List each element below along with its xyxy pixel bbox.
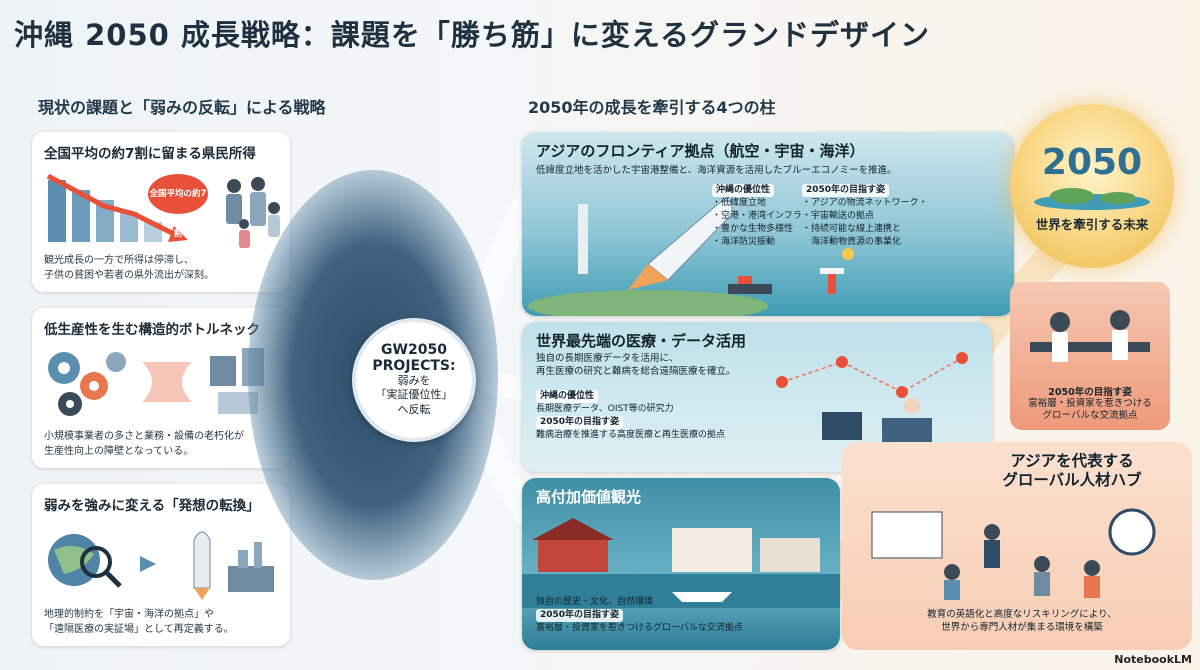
notebooklm-brand: NotebookLM <box>1114 653 1192 666</box>
productivity-caption-line-1: 小規模事業者の多さと業務・設備の老朽化が <box>44 431 244 442</box>
talent-hub-title-line-1: アジアを代表する <box>1010 452 1134 470</box>
tourism-advantage-text: 独自の歴史・文化、自然環境 <box>536 597 654 607</box>
globe-rocket-illustration <box>48 531 274 600</box>
hub-line-4: 「実証優位性」 <box>375 388 453 402</box>
pillar-tourism-title: 高付加価値観光 <box>536 488 642 506</box>
mindset-caption-line-2: 「遠隔医療の実証場」として再定義する。 <box>44 623 234 635</box>
frontier-goal-tag: 2050年の目指す姿 <box>802 184 890 198</box>
mindset-card: 弱みを強みに変える「発想の転換」 地理的制約を「宇宙・海洋の拠点」や 「遠隔医療… <box>32 484 290 646</box>
medical-advantage-tag: 沖縄の優位性 <box>536 390 599 404</box>
pillar-tourism-details: 独自の歴史・文化、自然環境 2050年の目指す姿 富裕層・投資家を惹きつけるグロ… <box>536 596 743 635</box>
island-icon <box>1034 188 1150 210</box>
income-ratio-badge: 全国平均の約7割 <box>148 174 208 239</box>
talent-hub-text-line-1: 教育の英語化と高度なリスキリングにより、 <box>927 609 1117 620</box>
pillar-frontier: アジアのフロンティア拠点（航空・宇宙・海洋） 低緯度立地を活かした宇宙港整備と、… <box>522 132 1014 316</box>
pillar-medical-details: 沖縄の優位性 長期医療データ、OIST等の研究力 2050年の目指す姿 難病治療… <box>536 390 725 442</box>
pillar-tourism: 高付加価値観光 独自の歴史・文化、自然環境 2050年の目指す姿 富裕層・投資家… <box>522 478 840 650</box>
future-caption: 世界を牽引する未来 <box>1035 217 1149 232</box>
rocket-island-illustration <box>528 200 854 316</box>
frontier-advantage-item-2: ・空港・港湾インフラ <box>712 211 802 222</box>
frontier-goal-item-1: ・アジアの物流ネットワーク・ <box>802 198 928 209</box>
frontier-advantage-item-3: ・豊かな生物多様性 <box>712 224 794 235</box>
medical-text-line-2: 再生医療の研究と難病を総合遠隔医療を確立。 <box>536 366 736 378</box>
medical-goal-item: 難病治療を推進する高度医療と再生医療の拠点 <box>536 430 726 441</box>
mindset-card-title: 弱みを強みに変える「発想の転換」 <box>44 498 260 514</box>
productivity-card-caption: 小規模事業者の多さと業務・設備の老朽化が 生産性向上の障壁となっている。 <box>44 430 280 459</box>
talent-hub-text: 教育の英語化と高度なリスキリングにより、 世界から専門人材が集まる環境を構築 <box>862 608 1182 635</box>
frontier-goal-item-3: ・持続可能な線上連携と <box>802 224 902 235</box>
talent-hub-title: アジアを代表する グローバル人材ハブ <box>962 452 1182 491</box>
left-section-heading: 現状の課題と「弱みの反転」による戦略 <box>38 98 326 117</box>
talent-hub-card: アジアを代表する グローバル人材ハブ 教育の英語化と高度なリスキリングにより、 … <box>842 442 1192 650</box>
lab-goal-line-1: 富裕層・投資家を惹きつける <box>1028 398 1152 409</box>
frontier-advantage-tag: 沖縄の優位性 <box>712 184 775 198</box>
income-card-title: 全国平均の約7割に留まる県民所得 <box>44 146 256 162</box>
income-caption-line-1: 観光成長の一方で所得は停滞し、 <box>44 255 194 266</box>
frontier-goal-item-2: ・宇宙輸送の拠点 <box>802 211 875 222</box>
resort-castle-illustration <box>522 518 840 608</box>
talent-hub-title-line-2: グローバル人材ハブ <box>1002 471 1142 490</box>
mindset-caption-line-1: 地理的制約を「宇宙・海洋の拠点」や <box>44 609 214 620</box>
pillar-frontier-goals: 2050年の目指す姿 ・アジアの物流ネットワーク・ ・宇宙輸送の拠点 ・持続可能… <box>802 184 927 249</box>
hub-line-2: PROJECTS: <box>372 357 456 374</box>
income-card: 全国平均の約7割に留まる県民所得 全国平均の約7割 観光成長の一方で所得は停滞し… <box>32 132 290 292</box>
tourism-goal-item: 富裕層・投資家を惹きつけるグローバルな交流拠点 <box>536 623 743 634</box>
medical-text-line-1: 独自の長期医療データを活用に、 <box>536 353 679 364</box>
productivity-caption-line-2: 生産性向上の障壁となっている。 <box>44 445 194 457</box>
income-card-caption: 観光成長の一方で所得は停滞し、 子供の貧困や若者の県外流出が深刻。 <box>44 254 280 283</box>
classroom-illustration <box>871 508 1156 600</box>
medical-advantage-item: 長期医療データ、OIST等の研究力 <box>536 404 674 415</box>
frontier-advantage-item-4: ・海洋防災振動 <box>712 237 776 248</box>
gw2050-hub: GW2050 PROJECTS: 弱みを 「実証優位性」 へ反転 <box>352 318 476 442</box>
productivity-card: 低生産性を生む構造的ボトルネック 小規模事業者の多さと業務・設備の老朽化が 生産… <box>32 308 290 468</box>
future-2050-sun: 2050 世界を牽引する未来 <box>1010 104 1174 268</box>
mindset-card-caption: 地理的制約を「宇宙・海洋の拠点」や 「遠隔医療の実証場」として再定義する。 <box>44 608 280 637</box>
pillar-medical-title: 世界最先端の医療・データ活用 <box>536 332 747 350</box>
pillar-medical-text: 独自の長期医療データを活用に、 再生医療の研究と難病を総合遠隔医療を確立。 <box>536 352 736 379</box>
page-title: 沖縄 2050 成長戦略：課題を「勝ち筋」に変えるグランドデザイン <box>14 18 931 52</box>
family-illustration <box>226 177 280 248</box>
hub-line-1: GW2050 <box>381 342 447 359</box>
hub-line-5: へ反転 <box>397 402 431 416</box>
lab-goal-text: 富裕層・投資家を惹きつける グローバルな交流拠点 <box>1010 398 1170 423</box>
frontier-goal-item-4: 海洋動物資源の事業化 <box>802 237 902 248</box>
declining-income-chart-illustration <box>46 173 188 242</box>
talent-hub-text-line-2: 世界から専門人材が集まる環境を構築 <box>941 622 1103 634</box>
income-caption-line-2: 子供の貧困や若者の県外流出が深刻。 <box>44 269 214 281</box>
pillar-medical: 世界最先端の医療・データ活用 独自の長期医療データを活用に、 再生医療の研究と難… <box>522 322 992 472</box>
medical-goal-tag: 2050年の目指す姿 <box>536 416 624 430</box>
pillar-frontier-text: 低緯度立地を活かした宇宙港整備と、海洋資源を活用したブルーエコノミーを推進。 <box>536 165 897 176</box>
gears-bottleneck-illustration <box>48 348 264 416</box>
hub-line-3: 弱みを <box>397 373 431 387</box>
pillar-frontier-advantages: 沖縄の優位性 ・低緯度立地 ・空港・港湾インフラ ・豊かな生物多様性 ・海洋防災… <box>712 184 802 249</box>
right-section-heading: 2050年の成長を牽引する4つの柱 <box>528 98 776 117</box>
lab-goal-box: 2050年の目指す姿 富裕層・投資家を惹きつける グローバルな交流拠点 <box>1010 282 1170 430</box>
pillar-frontier-title: アジアのフロンティア拠点（航空・宇宙・海洋） <box>536 142 865 160</box>
productivity-card-title: 低生産性を生む構造的ボトルネック <box>44 322 260 338</box>
future-year: 2050 <box>1041 142 1143 183</box>
lab-goal-label: 2050年の目指す姿 <box>1048 387 1132 398</box>
frontier-advantage-item-1: ・低緯度立地 <box>712 198 767 209</box>
laboratory-illustration <box>1030 310 1150 362</box>
tourism-goal-tag: 2050年の目指す姿 <box>536 609 624 623</box>
lab-goal-line-2: グローバルな交流拠点 <box>1042 410 1138 422</box>
